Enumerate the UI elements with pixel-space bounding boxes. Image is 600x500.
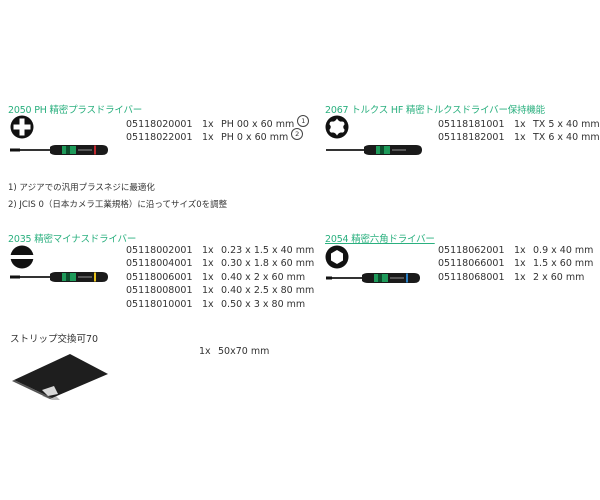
item-code: 05118062001: [438, 245, 505, 256]
item-size: 0.30 x 1.8 x 60 mm: [221, 258, 315, 269]
item-qty: 1x: [514, 132, 526, 143]
footnote-2: 2) JCIS 0（日本カメラ工業規格）に沿ってサイズ0を調整: [8, 200, 228, 210]
item-qty: 1x: [514, 272, 526, 283]
footnote-marker: 2: [291, 128, 304, 140]
item-size: 0.40 x 2.5 x 80 mm: [221, 285, 315, 296]
footnote-marker: 1: [297, 115, 310, 127]
item-size: 0.9 x 40 mm: [533, 245, 594, 256]
strip-title: ストリップ交換可70: [10, 334, 99, 345]
item-code: 05118004001: [126, 258, 193, 269]
item-qty: 1x: [514, 258, 526, 269]
screwdriver-icon: [326, 145, 422, 155]
item-code: 05118181001: [438, 119, 505, 130]
slotted-tip-icon: [10, 245, 34, 269]
item-qty: 1x: [202, 285, 214, 296]
item-code: 05118008001: [126, 285, 193, 296]
item-qty: 1x: [202, 299, 214, 310]
item-size: TX 6 x 40 mm: [533, 132, 600, 143]
item-code: 05118006001: [126, 272, 193, 283]
item-qty: 1x: [202, 119, 214, 130]
item-qty: 1x: [202, 132, 214, 143]
hex-tip-icon: [325, 245, 349, 269]
item-code: 05118182001: [438, 132, 505, 143]
screwdriver-icon: [10, 272, 108, 282]
item-qty: 1x: [514, 245, 526, 256]
item-size: 1.5 x 60 mm: [533, 258, 594, 269]
footnote-1: 1) アジアでの汎用プラスネジに最適化: [8, 183, 155, 193]
screwdriver-icon: [326, 273, 420, 283]
item-qty: 1x: [202, 272, 214, 283]
phillips-tip-icon: [10, 115, 34, 139]
item-qty: 1x: [199, 346, 211, 357]
item-code: 05118066001: [438, 258, 505, 269]
item-size: 50x70 mm: [218, 346, 270, 357]
item-code: 05118002001: [126, 245, 193, 256]
item-qty: 1x: [202, 245, 214, 256]
item-size: 2 x 60 mm: [533, 272, 585, 283]
item-size: TX 5 x 40 mm: [533, 119, 600, 130]
screwdriver-icon: [10, 145, 108, 155]
item-size: 0.23 x 1.5 x 40 mm: [221, 245, 315, 256]
section-title: 2035 精密マイナスドライバー: [8, 234, 137, 245]
item-qty: 1x: [202, 258, 214, 269]
item-size: 0.50 x 3 x 80 mm: [221, 299, 306, 310]
torx-tip-icon: [325, 115, 349, 139]
section-title: 2054 精密六角ドライバー: [325, 234, 435, 245]
section-title: 2050 PH 精密プラスドライバー: [8, 105, 143, 116]
item-size: 0.40 x 2 x 60 mm: [221, 272, 306, 283]
item-code: 05118020001: [126, 119, 193, 130]
item-code: 05118022001: [126, 132, 193, 143]
item-code: 05118068001: [438, 272, 505, 283]
section-title: 2067 トルクス HF 精密トルクスドライバー保持機能: [325, 105, 545, 116]
item-qty: 1x: [514, 119, 526, 130]
item-code: 05118010001: [126, 299, 193, 310]
replacement-strip-icon: [12, 354, 108, 400]
